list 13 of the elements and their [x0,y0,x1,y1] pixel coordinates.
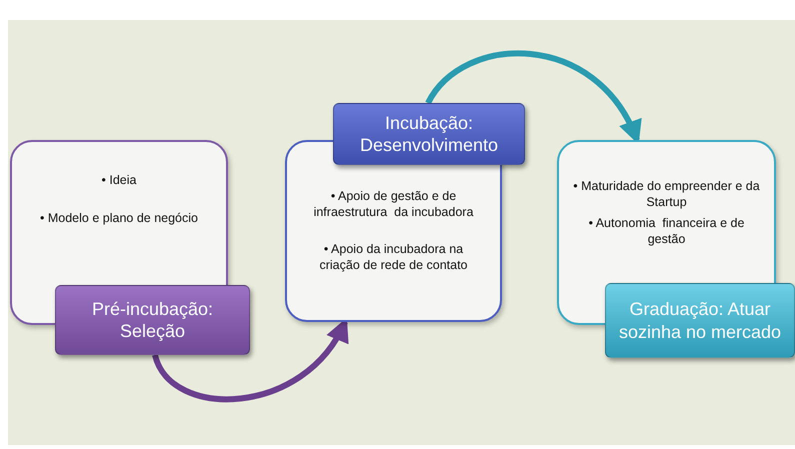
bullet-item: • Ideia [102,172,136,188]
stage-title: Incubação: Desenvolvimento [358,112,500,156]
stage-title: Pré-incubação: Seleção [90,298,214,342]
bullet-item: • Maturidade do empreender e da Startup [572,178,761,210]
stage-title-box [55,285,250,355]
bullet-item: • Apoio de gestão e de infraestrutura da incubadora [312,188,474,220]
bullet-item: • Modelo e plano de negócio [40,210,198,226]
stage-title: Graduação: Atuar sozinha no mercado [618,298,782,343]
bullet-item: • Apoio da incubadora na criação de rede de contato [318,240,469,273]
stage-title-box [605,283,795,358]
bullet-item: • Autonomia financeira e de gestão [588,214,746,247]
stage-title-box [333,103,525,165]
stage-card [285,140,502,322]
